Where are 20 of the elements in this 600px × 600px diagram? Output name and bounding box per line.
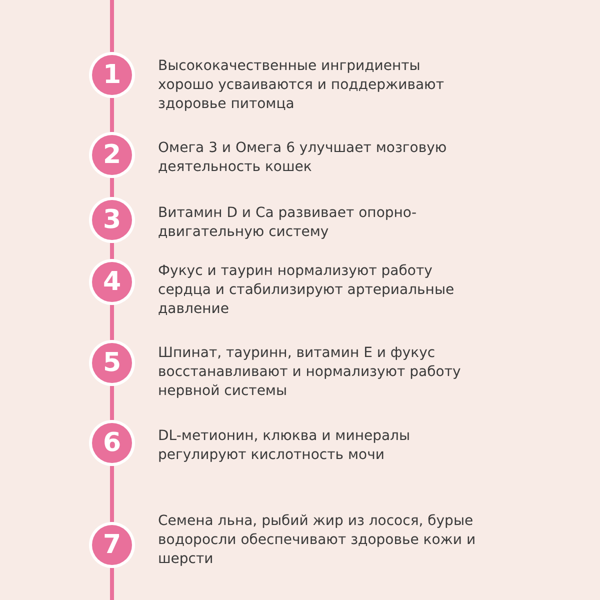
number-circle: 7 [92, 525, 132, 565]
number-circle: 5 [92, 343, 132, 383]
connector-line [110, 98, 114, 132]
number-circle: 3 [92, 200, 132, 240]
connector-line [110, 243, 114, 259]
connector-line [110, 305, 114, 340]
connector-line [110, 466, 114, 522]
number-circle: 2 [92, 135, 132, 175]
benefit-text: Фукус и таурин нормализуют работу сердца и стабилизируют артериальные давление [158, 262, 456, 319]
benefit-text: DL-метионин, клюква и минералы регулируют кислотность мочи [158, 427, 412, 465]
connector-line [110, 178, 114, 197]
benefit-text: Витамин D и Ca развивает опорно-двигательную систему [158, 204, 418, 242]
number-circle: 6 [92, 423, 132, 463]
benefit-text: Семена льна, рыбий жир из лосося, бурые водоросли обеспечивают здоровье кожи и шерсти [158, 512, 477, 569]
benefit-text: Шпинат, тауринн, витамин E и фукус восстанавливают и нормализуют работу нервной системы [158, 344, 462, 401]
benefit-text: Высококачественные ингридиенты хорошо усваиваются и поддерживают здоровье питомца [158, 57, 445, 114]
number-circle: 4 [92, 262, 132, 302]
number-circle: 1 [92, 55, 132, 95]
connector-line [110, 386, 114, 420]
benefit-text: Омега 3 и Омега 6 улучшает мозговую деятельность кошек [158, 139, 448, 177]
